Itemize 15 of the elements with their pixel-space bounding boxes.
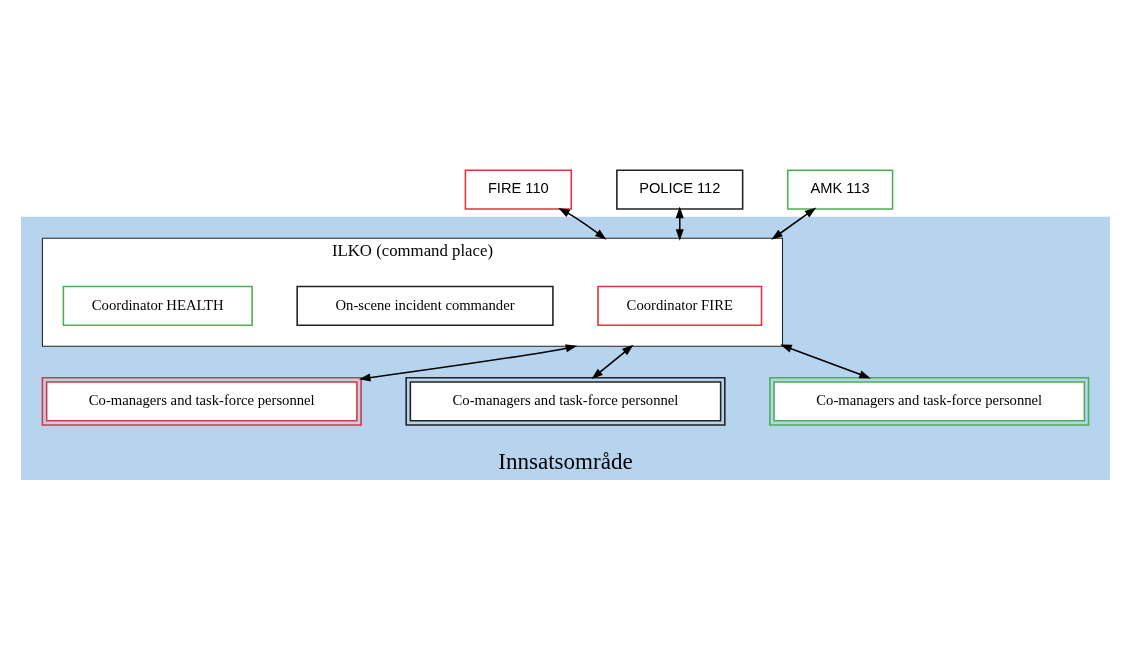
node-box: AMK 113	[786, 168, 894, 210]
node-box: Coordinator HEALTH	[62, 285, 253, 326]
node-box: FIRE 110	[464, 168, 573, 210]
arrow	[591, 344, 634, 379]
arrow	[358, 343, 578, 382]
node-box: On-scene incident commander	[296, 285, 554, 326]
node-box: POLICE 112	[616, 168, 744, 210]
node-box: Co-managers and task-force personnel	[405, 376, 726, 426]
arrow	[675, 206, 684, 241]
node-box: Co-managers and task-force personnel	[769, 376, 1090, 426]
arrow	[771, 207, 817, 240]
node-box: Co-managers and task-force personnel	[41, 376, 362, 426]
arrow	[558, 207, 607, 240]
node-box: Coordinator FIRE	[597, 285, 763, 326]
arrow	[780, 344, 871, 378]
